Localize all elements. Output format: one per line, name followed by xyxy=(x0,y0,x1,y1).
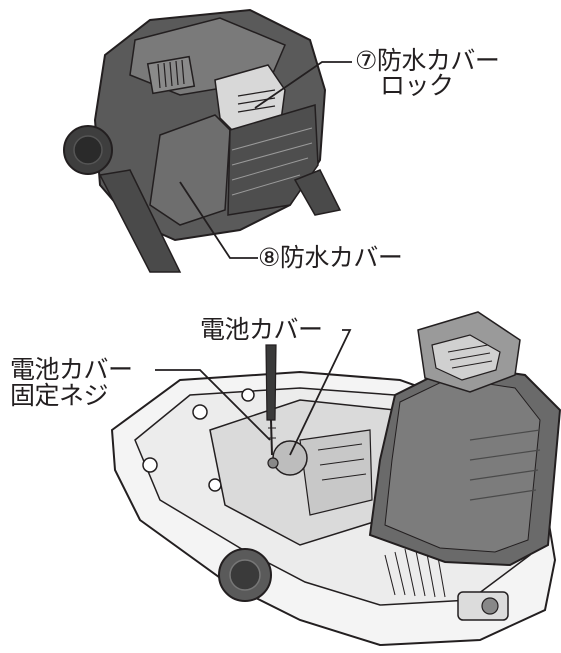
battery-cover-screw-leader xyxy=(155,369,271,441)
waterproof-cover-leader xyxy=(179,181,258,259)
battery-cover-screw-part xyxy=(267,457,279,469)
opened-waterproof-cover xyxy=(368,311,561,567)
light-head-illustration xyxy=(63,8,342,273)
callout-lines-bottom xyxy=(155,329,352,456)
battery-cover-label: 電池カバー xyxy=(200,315,323,344)
cover-lock-label-line1: ⑦防水カバー xyxy=(355,46,500,75)
battery-cover-part xyxy=(272,440,308,476)
screwdriver-icon xyxy=(265,344,277,456)
battery-cover-screw-label-line1: 電池カバー xyxy=(10,355,133,384)
waterproof-cover-label: ⑧防水カバー xyxy=(258,243,403,272)
cover-lock-leader xyxy=(254,61,352,109)
cover-lock-label-line2: ロック xyxy=(380,71,454,100)
battery-cover-leader xyxy=(289,329,352,456)
waterproof-cover-part xyxy=(149,114,231,226)
battery-cover-screw-label-line2: 固定ネジ xyxy=(10,381,109,410)
callout-lines-top xyxy=(179,61,352,259)
